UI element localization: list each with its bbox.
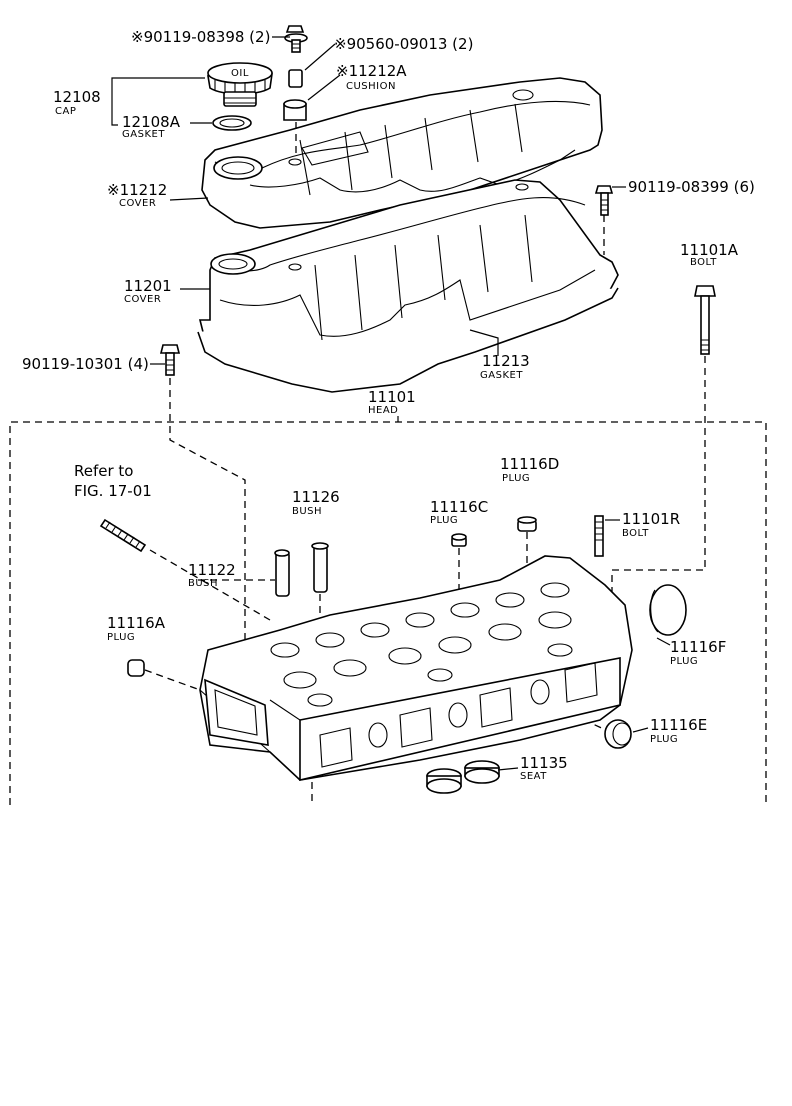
cylinder-head xyxy=(199,555,633,805)
callout-description: PLUG xyxy=(502,473,530,484)
callout-description: CUSHION xyxy=(346,81,396,92)
callout-part-number: 11116D xyxy=(500,455,559,473)
bolt-11101R xyxy=(594,515,604,557)
callout-part-number: 12108A xyxy=(122,113,181,131)
cap-gasket xyxy=(212,115,252,131)
callout-part-number: 90119-10301 (4) xyxy=(22,355,149,373)
callout-part-number: 11201 xyxy=(124,277,172,295)
callout-11116D: 11116D PLUG xyxy=(500,455,559,484)
callout-12108: 12108 CAP xyxy=(53,88,101,117)
oil-filler-cap: OIL xyxy=(207,62,273,107)
callout-description: BOLT xyxy=(690,257,717,268)
lower-valve-cover xyxy=(197,179,619,393)
callout-part-number: 90119-08399 (6) xyxy=(628,178,755,196)
callout-11212A: ※11212A CUSHION xyxy=(336,62,407,92)
stud-bolt xyxy=(99,518,271,621)
callout-11116C: 11116C PLUG xyxy=(430,498,488,526)
callout-90119-08399: 90119-08399 (6) xyxy=(628,178,755,196)
cushion-11212A xyxy=(283,99,307,121)
callout-description: PLUG xyxy=(430,515,458,526)
upper-valve-cover xyxy=(201,77,603,229)
callout-part-number: 12108 xyxy=(53,88,101,106)
callout-part-number: 11122 xyxy=(188,561,236,579)
callout-11135: 11135 SEAT xyxy=(520,754,568,782)
leader-lines xyxy=(111,36,671,771)
callout-11122: 11122 BUSH xyxy=(188,561,236,589)
callout-part-number: 11101 xyxy=(368,388,416,406)
callout-description: GASKET xyxy=(480,370,523,381)
callout-description: PLUG xyxy=(650,734,678,745)
callout-description: HEAD xyxy=(368,405,398,416)
callout-11116F: 11116F PLUG xyxy=(670,638,726,667)
callout-90560-09013: ※90560-09013 (2) xyxy=(334,35,473,53)
cover-bolt-08398 xyxy=(284,25,308,53)
head-bolt-11101A xyxy=(611,285,716,600)
reference-line-2: FIG. 17-01 xyxy=(74,482,152,500)
callout-description: CAP xyxy=(55,106,76,117)
plug-11116C xyxy=(451,533,467,590)
callout-part-number: 11126 xyxy=(292,488,340,506)
callout-part-number: 11116E xyxy=(650,716,707,734)
callout-part-number: ※90560-09013 (2) xyxy=(334,35,473,53)
callout-part-number: ※11212 xyxy=(107,181,167,199)
plug-11116F xyxy=(649,584,687,636)
callout-12108A: 12108A GASKET xyxy=(122,113,181,140)
callout-11212: ※11212 COVER xyxy=(107,181,167,209)
cap-lettering: OIL xyxy=(231,68,249,79)
callout-description: BUSH xyxy=(188,578,218,589)
callout-description: BOLT xyxy=(622,528,649,539)
callout-part-number: ※11212A xyxy=(336,62,407,80)
bush-11122 xyxy=(198,549,290,597)
callout-11201: 11201 COVER xyxy=(124,277,172,305)
callout-description: COVER xyxy=(124,294,161,305)
callout-description: PLUG xyxy=(107,632,135,643)
callout-90119-08398: ※90119-08398 (2) xyxy=(131,28,270,46)
callout-description: COVER xyxy=(119,198,156,209)
bush-11126 xyxy=(311,542,329,615)
callout-part-number: 11101A xyxy=(680,241,739,259)
callout-11101R: 11101R BOLT xyxy=(622,510,680,539)
callout-part-number: 11116C xyxy=(430,498,488,516)
callout-description: SEAT xyxy=(520,771,547,782)
callout-part-number: 11213 xyxy=(482,352,530,370)
cover-bolt-10301 xyxy=(159,344,246,650)
callout-part-number: 11101R xyxy=(622,510,680,528)
callout-description: PLUG xyxy=(670,656,698,667)
callout-description: BUSH xyxy=(292,506,322,517)
grommet-09013 xyxy=(288,69,303,88)
plug-11116A xyxy=(127,659,201,691)
callout-part-number: ※90119-08398 (2) xyxy=(131,28,270,46)
callout-part-number: 11135 xyxy=(520,754,568,772)
callout-11101: 11101 HEAD xyxy=(368,388,416,416)
callout-part-number: 11116F xyxy=(670,638,726,656)
cover-bolt-08399 xyxy=(594,185,614,255)
seat-11135 xyxy=(426,760,500,794)
callout-description: GASKET xyxy=(122,129,165,140)
head-assembly-boundary xyxy=(9,421,767,805)
callout-90119-10301: 90119-10301 (4) xyxy=(22,355,149,373)
callout-11116E: 11116E PLUG xyxy=(650,716,707,745)
reference-line-1: Refer to xyxy=(74,462,133,480)
callout-11213: 11213 GASKET xyxy=(480,352,530,381)
callout-11116A: 11116A PLUG xyxy=(107,614,166,643)
figure-reference: Refer to FIG. 17-01 xyxy=(74,462,152,500)
callout-11101A: 11101A BOLT xyxy=(680,241,739,268)
callout-11126: 11126 BUSH xyxy=(292,488,340,517)
callout-part-number: 11116A xyxy=(107,614,166,632)
